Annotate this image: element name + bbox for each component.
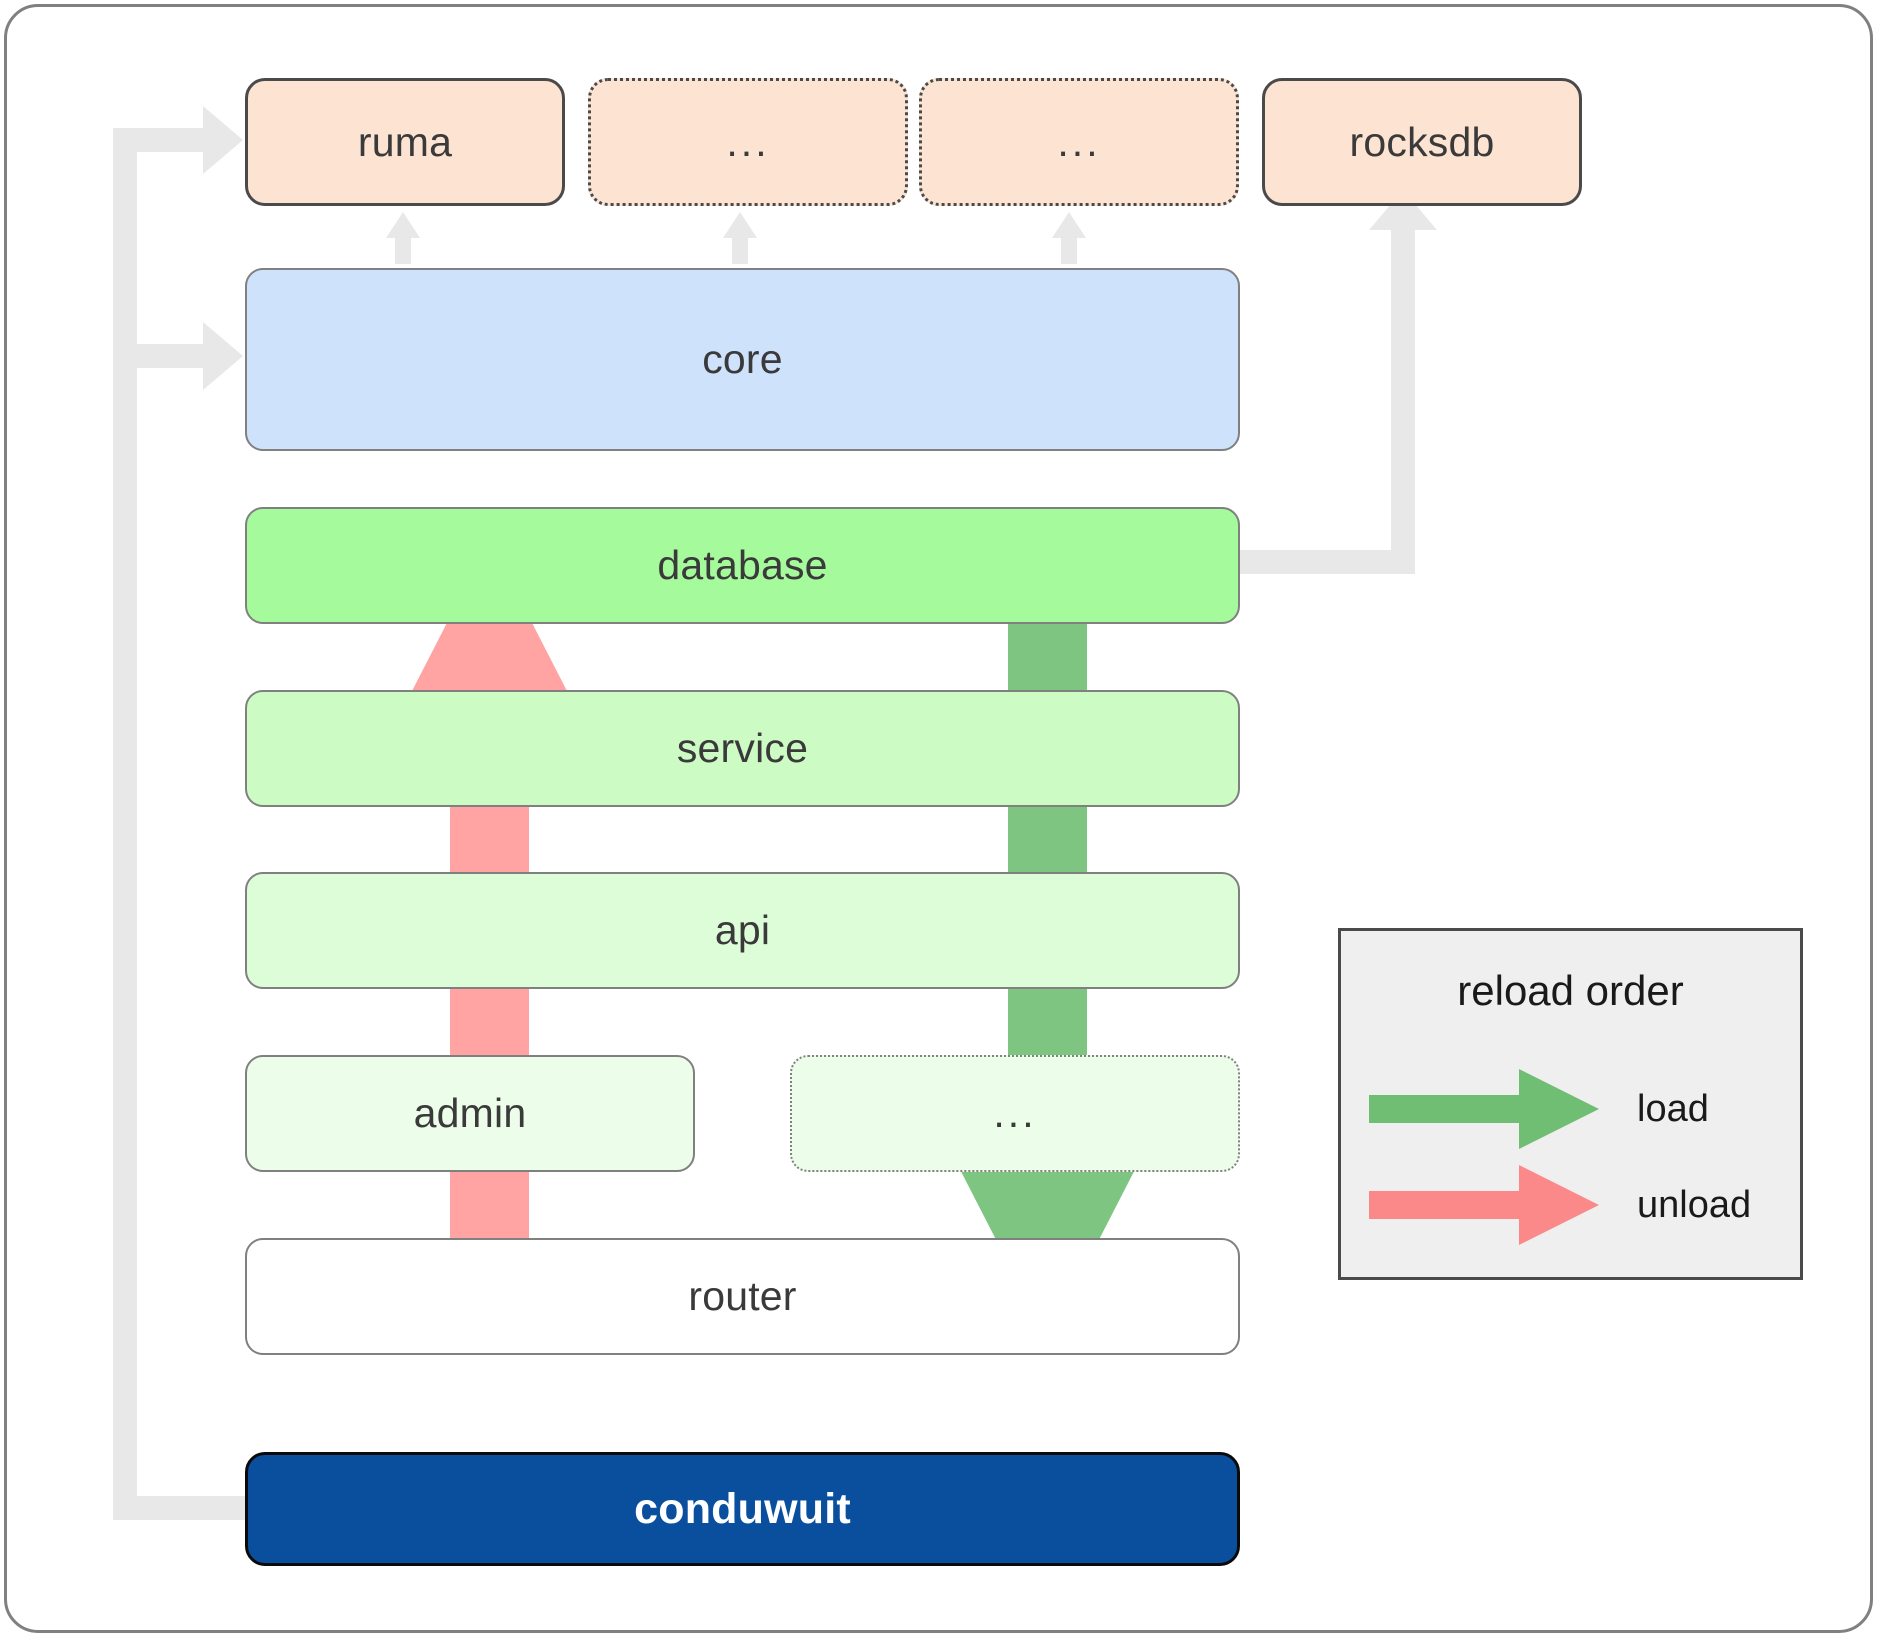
node-dependency-placeholder-2[interactable]: ... [919, 78, 1239, 206]
legend-unload-label: unload [1637, 1183, 1752, 1226]
connector-arrowhead-core [203, 322, 243, 390]
node-service-label: service [676, 725, 809, 771]
node-core[interactable]: core [245, 268, 1240, 451]
node-ruma-label: ruma [357, 118, 453, 165]
legend-row-unload: unload [1369, 1165, 1789, 1245]
node-database[interactable]: database [245, 507, 1240, 624]
node-dependency-placeholder-1-label: ... [726, 118, 770, 165]
connector-database-to-rail [1230, 550, 1415, 574]
node-service[interactable]: service [245, 690, 1240, 807]
node-admin-label: admin [413, 1090, 527, 1136]
connector-left-rail [113, 128, 137, 1520]
connector-right-rail [1391, 226, 1415, 574]
node-database-label: database [657, 542, 828, 588]
connector-to-binary [113, 1496, 253, 1520]
node-api-label: api [714, 907, 771, 953]
legend-row-load: load [1369, 1069, 1789, 1149]
node-conduwuit[interactable]: conduwuit [245, 1452, 1240, 1566]
node-ruma[interactable]: ruma [245, 78, 565, 206]
diagram-frame [4, 4, 1873, 1633]
legend-load-arrow-icon [1369, 1069, 1599, 1149]
tick-core-to-ruma [386, 212, 420, 270]
legend-unload-arrow-icon [1369, 1165, 1599, 1245]
node-admin[interactable]: admin [245, 1055, 695, 1172]
node-dependency-placeholder-1[interactable]: ... [588, 78, 908, 206]
node-layer-placeholder[interactable]: ... [790, 1055, 1240, 1172]
node-dependency-placeholder-2-label: ... [1057, 118, 1101, 165]
node-router-label: router [688, 1273, 797, 1319]
node-rocksdb[interactable]: rocksdb [1262, 78, 1582, 206]
node-router[interactable]: router [245, 1238, 1240, 1355]
legend-load-label: load [1637, 1087, 1709, 1130]
legend-panel: reload order load unload [1338, 928, 1803, 1280]
node-rocksdb-label: rocksdb [1349, 118, 1495, 165]
node-api[interactable]: api [245, 872, 1240, 989]
connector-arrowhead-ruma [203, 106, 243, 174]
legend-title: reload order [1457, 967, 1684, 1014]
tick-core-to-dep2 [723, 212, 757, 270]
node-layer-placeholder-label: ... [993, 1090, 1037, 1137]
node-conduwuit-label: conduwuit [634, 1484, 851, 1533]
node-core-label: core [702, 336, 783, 382]
tick-core-to-dep3 [1052, 212, 1086, 270]
